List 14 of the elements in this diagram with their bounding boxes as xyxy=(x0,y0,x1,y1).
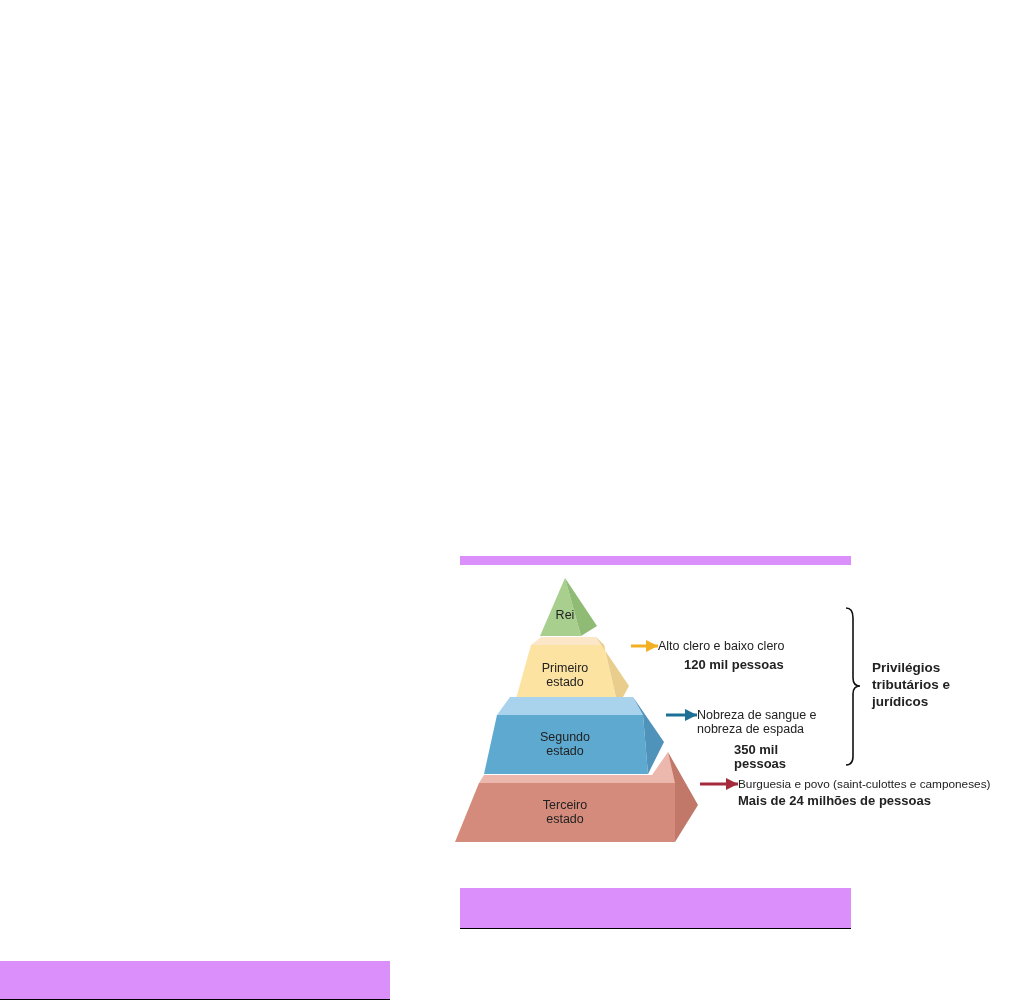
population-count: 120 mil pessoas xyxy=(684,658,785,673)
arrow xyxy=(700,778,738,790)
arrow xyxy=(631,640,658,652)
group-description: Burguesia e povo (saint-culottes e camponeses) xyxy=(738,778,992,791)
group-description: Alto clero e baixo clero xyxy=(658,640,786,654)
tier-label: Rei xyxy=(554,609,576,623)
population-count: Mais de 24 milhões de pessoas xyxy=(738,794,932,809)
bracket-note: Privilégios tributários e jurídicos xyxy=(872,660,951,711)
tier-label: Segundo estado xyxy=(538,731,592,759)
arrow xyxy=(666,709,697,721)
tier-label: Primeiro estado xyxy=(540,662,590,690)
tier-label: Terceiro estado xyxy=(541,799,589,827)
population-count: 350 mil pessoas xyxy=(734,743,788,772)
group-description: Nobreza de sangue e nobreza de espada xyxy=(697,709,818,737)
